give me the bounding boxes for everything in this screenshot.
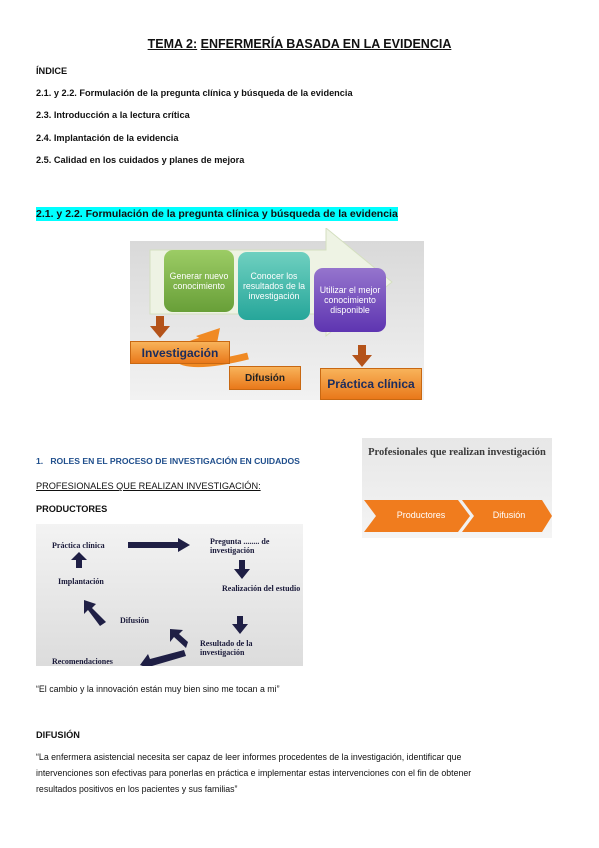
practica-box: Práctica clínica bbox=[320, 368, 422, 400]
evidence-cycle-diagram: Generar nuevo conocimiento Conocer los r… bbox=[130, 228, 424, 400]
cycle-realizacion: Realización del estudio bbox=[222, 584, 301, 593]
difusion-line-1: “La enfermera asistencial necesita ser c… bbox=[36, 752, 462, 762]
difusion-box: Difusión bbox=[229, 366, 301, 390]
chevron-difusion: Difusión bbox=[492, 510, 526, 520]
difusion-heading: DIFUSIÓN bbox=[36, 730, 80, 740]
chevron-shapes bbox=[364, 500, 552, 532]
title-prefix: TEMA 2: bbox=[147, 37, 198, 51]
chevron-productores: Productores bbox=[396, 510, 446, 520]
difusion-line-3: resultados positivos en los pacientes y … bbox=[36, 783, 238, 794]
section-title: Formulación de la pregunta clínica y bús… bbox=[85, 207, 398, 221]
difusion-paragraph: “La enfermera asistencial necesita ser c… bbox=[36, 750, 576, 797]
green-box: Generar nuevo conocimiento bbox=[164, 250, 234, 312]
profesionales-subheading: PROFESIONALES QUE REALIZAN INVESTIGACIÓN… bbox=[36, 481, 261, 491]
cycle-recomendaciones: Recomendaciones bbox=[52, 657, 113, 666]
side-image-title: Profesionales que realizan investigación bbox=[368, 447, 546, 458]
roles-number: 1. bbox=[36, 456, 44, 466]
cycle-resultado: Resultado de la investigación bbox=[200, 639, 253, 657]
index-heading: ÍNDICE bbox=[36, 66, 68, 76]
index-item-4: 2.5. Calidad en los cuidados y planes de… bbox=[36, 155, 245, 165]
roles-title: ROLES EN EL PROCESO DE INVESTIGACIÓN EN … bbox=[50, 456, 300, 466]
teal-box: Conocer los resultados de la investigaci… bbox=[238, 252, 310, 320]
down-arrow-icon bbox=[352, 345, 372, 367]
section-heading: 2.1. y 2.2. Formulación de la pregunta c… bbox=[36, 204, 398, 222]
productores-heading: PRODUCTORES bbox=[36, 504, 108, 514]
cycle-arrows bbox=[71, 538, 250, 666]
index-item-2: 2.3. Introducción a la lectura crítica bbox=[36, 110, 190, 120]
research-cycle-diagram: Práctica clínica Pregunta ........ de in… bbox=[36, 524, 303, 666]
cycle-implantacion: Implantación bbox=[58, 577, 104, 586]
down-arrow-icon bbox=[150, 316, 170, 338]
section-number: 2.1. y 2.2. bbox=[36, 207, 83, 221]
cycle-difusion: Difusión bbox=[120, 616, 149, 625]
index-item-3: 2.4. Implantación de la evidencia bbox=[36, 133, 179, 143]
purple-box: Utilizar el mejor conocimiento disponibl… bbox=[314, 268, 386, 332]
cycle-pregunta: Pregunta ........ de investigación bbox=[210, 537, 270, 555]
title-rest: ENFERMERÍA BASADA EN LA EVIDENCIA bbox=[200, 37, 452, 51]
roles-heading: 1. ROLES EN EL PROCESO DE INVESTIGACIÓN … bbox=[36, 456, 300, 466]
difusion-line-2: intervenciones son efectivas para ponerl… bbox=[36, 767, 472, 778]
index-item-1: 2.1. y 2.2. Formulación de la pregunta c… bbox=[36, 88, 353, 98]
side-image: Profesionales que realizan investigación… bbox=[362, 438, 552, 538]
quote-cambio: “El cambio y la innovación están muy bie… bbox=[36, 684, 280, 694]
investigacion-box: Investigación bbox=[130, 341, 230, 364]
cycle-practica: Práctica clínica bbox=[52, 541, 105, 550]
page-title: TEMA 2: ENFERMERÍA BASADA EN LA EVIDENCI… bbox=[0, 37, 599, 51]
